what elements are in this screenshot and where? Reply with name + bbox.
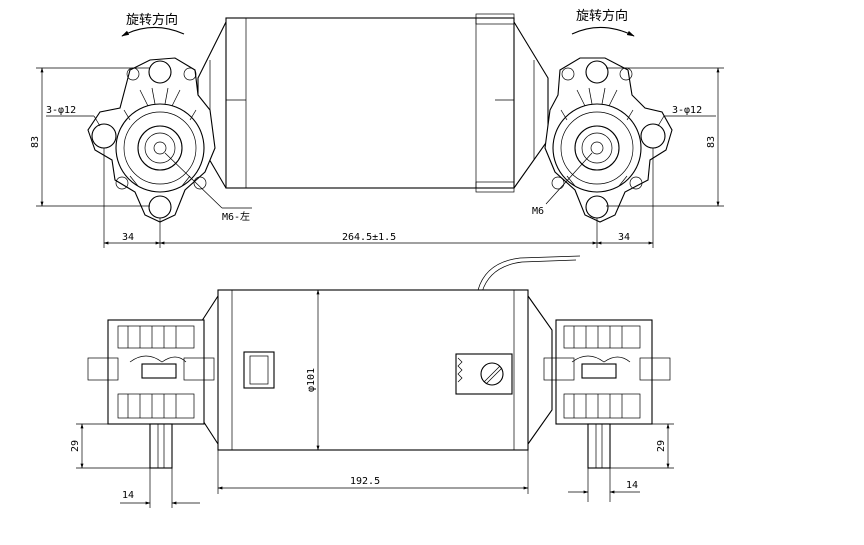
top-view: 旋转方向 旋转方向 83 83 3-φ12 3-φ12 M6-左 M6 34	[30, 8, 724, 248]
rotation-label-left: 旋转方向	[126, 12, 178, 28]
dim-body-length: 192.5	[350, 476, 380, 487]
dim-center-distance: 264.5±1.5	[342, 232, 396, 243]
dim-height-left: 83	[30, 136, 41, 148]
right-gearbox-side	[543, 319, 671, 469]
right-gearbox-top	[544, 57, 673, 223]
dim-diameter: φ101	[306, 368, 317, 392]
hole-label-right: 3-φ12	[672, 105, 702, 116]
dim-height-right: 83	[706, 136, 717, 148]
dim-offset-left: 34	[122, 232, 134, 243]
thread-label-right: M6	[532, 206, 544, 217]
rotation-label-right: 旋转方向	[576, 8, 628, 24]
dim-shaft-w-left: 14	[122, 490, 134, 501]
dim-offset-right: 34	[618, 232, 630, 243]
dim-shaft-w-right: 14	[626, 480, 638, 491]
rotation-arrow-left-icon	[121, 26, 185, 37]
dim-shaft-len-right: 29	[656, 440, 667, 452]
motor-body-top	[225, 17, 515, 189]
left-gearbox-top	[87, 57, 216, 223]
hole-label-left: 3-φ12	[46, 105, 76, 116]
lead-wire	[477, 255, 581, 291]
terminal-block	[243, 351, 275, 389]
bottom-view: φ101 29 29 14 14 192.5	[70, 255, 674, 508]
rotation-arrow-right-icon	[571, 26, 635, 37]
left-gearbox-side	[87, 319, 215, 469]
thread-label-left: M6-左	[222, 210, 250, 223]
dim-shaft-len-left: 29	[70, 440, 81, 452]
